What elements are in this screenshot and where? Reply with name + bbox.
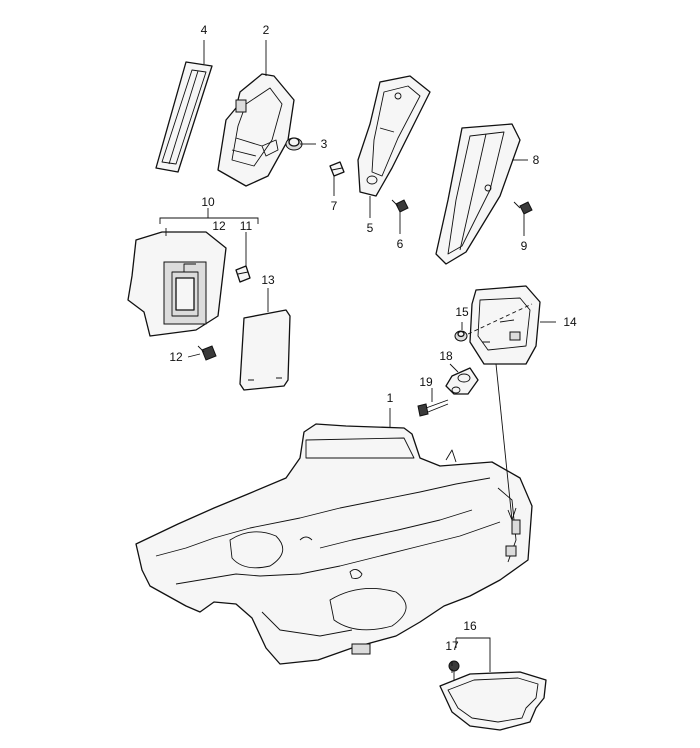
- label-17: 17: [445, 639, 459, 653]
- label-5: 5: [367, 221, 374, 235]
- label-18: 18: [439, 349, 453, 363]
- label-16: 16: [463, 619, 477, 633]
- part-2-bracket-trim[interactable]: [217, 73, 295, 187]
- part-6-screw[interactable]: [391, 199, 409, 213]
- part-15-grommet[interactable]: [454, 330, 468, 342]
- part-5-pillar-trim[interactable]: [357, 75, 431, 197]
- leader-lines: [165, 40, 556, 676]
- label-13: 13: [261, 273, 275, 287]
- label-3: 3: [321, 137, 328, 151]
- part-12-panel[interactable]: [127, 231, 227, 337]
- part-14-bracket[interactable]: [469, 285, 541, 365]
- part-7-clip[interactable]: [329, 161, 345, 177]
- label-12-upper: 12: [212, 219, 226, 233]
- part-4-trim-pad[interactable]: [155, 61, 213, 173]
- part-11-clip[interactable]: [235, 265, 251, 283]
- label-1: 1: [387, 391, 394, 405]
- part-19-bolt[interactable]: [417, 399, 449, 417]
- part-18-bushing[interactable]: [445, 367, 479, 395]
- label-14: 14: [563, 315, 577, 329]
- label-19: 19: [419, 375, 433, 389]
- part-12-screw[interactable]: [197, 345, 217, 361]
- label-6: 6: [397, 237, 404, 251]
- label-9: 9: [521, 239, 528, 253]
- part-number-labels: 4 2 3 7 5 6 8 9 10 12 11 12 13 15 14 18 …: [169, 23, 577, 653]
- part-17-fastener[interactable]: [448, 660, 460, 680]
- label-11: 11: [240, 219, 253, 233]
- part-16-floor-mat[interactable]: [439, 671, 547, 731]
- part-10-group-bracket: [159, 217, 259, 224]
- label-10: 10: [201, 195, 215, 209]
- label-7: 7: [331, 199, 338, 213]
- label-2: 2: [263, 23, 270, 37]
- label-12-lower: 12: [169, 350, 183, 364]
- label-15: 15: [455, 305, 469, 319]
- label-8: 8: [533, 153, 540, 167]
- part-1-floor-tray[interactable]: [135, 423, 533, 665]
- part-13-plate[interactable]: [239, 309, 291, 391]
- part-8-side-pad[interactable]: [435, 123, 521, 265]
- part-9-screw[interactable]: [513, 201, 533, 215]
- part-3-nut[interactable]: [285, 137, 303, 151]
- label-4: 4: [201, 23, 208, 37]
